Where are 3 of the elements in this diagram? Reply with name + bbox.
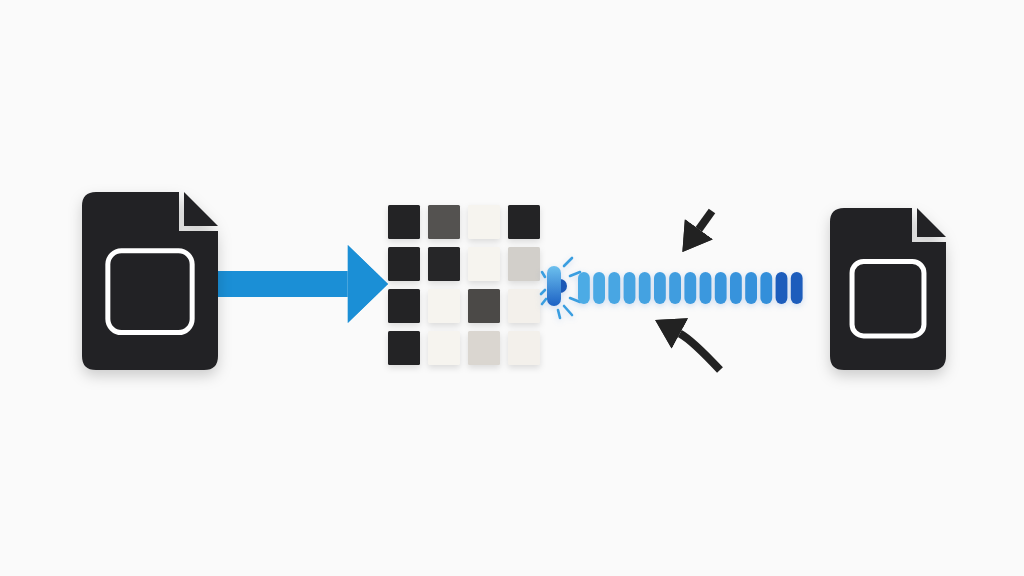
document-icon [830, 208, 946, 370]
document-icon [82, 192, 218, 370]
pixel-grid [388, 205, 540, 365]
